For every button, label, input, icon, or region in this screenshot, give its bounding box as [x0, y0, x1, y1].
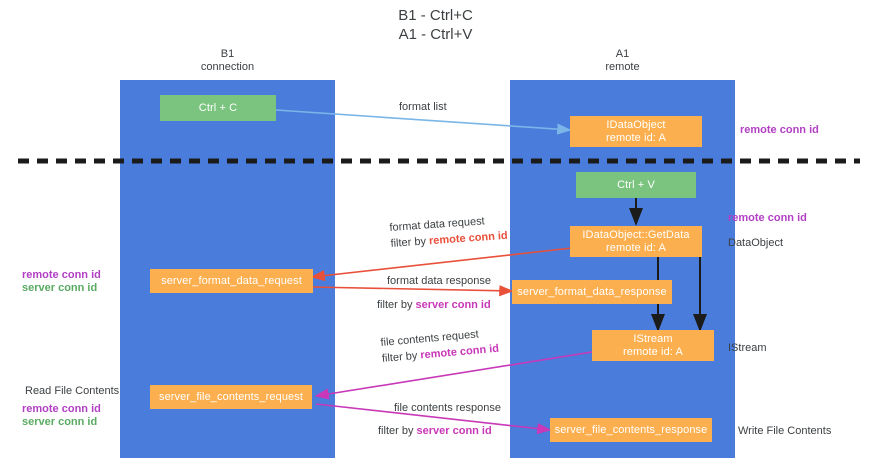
- edge-label-format-list: format list: [399, 101, 447, 113]
- node-server-format-data-response[interactable]: server_format_data_response: [512, 280, 672, 304]
- edge-label-file-contents-response: file contents response: [394, 402, 502, 414]
- page-title: B1 - Ctrl+C A1 - Ctrl+V: [398, 7, 473, 43]
- annotation-dataobject: DataObject: [728, 237, 784, 249]
- node-server-file-contents-request[interactable]: server_file_contents_request: [150, 385, 312, 409]
- annotation-remote-conn-id-mid: remote conn id: [728, 212, 807, 224]
- column-header-a1: A1 remote: [605, 48, 640, 73]
- node-idataobject[interactable]: IDataObject remote id: A: [570, 116, 702, 147]
- server-conn-id-text: server conn id: [415, 299, 491, 311]
- filter-by-text: filter by: [381, 349, 421, 365]
- remote-conn-id-text: remote conn id: [428, 229, 509, 248]
- annotation-istream: IStream: [728, 342, 767, 354]
- edge-label-file-contents-request-group: file contents request filter by remote c…: [380, 326, 500, 366]
- edge-filter-format-data-response: filter by server conn id: [377, 298, 491, 312]
- annotation-left-server-conn-id-2: server conn id: [22, 416, 98, 428]
- filter-by-text: filter by: [378, 425, 417, 437]
- annotation-left-server-conn-id: server conn id: [22, 282, 98, 294]
- node-ctrl-v[interactable]: Ctrl + V: [576, 172, 696, 198]
- edge-filter-file-contents-response: filter by server conn id: [378, 424, 492, 438]
- annotation-left-remote-conn-id-2: remote conn id: [22, 403, 101, 415]
- filter-by-text: filter by: [377, 299, 416, 311]
- node-idataobject-getdata[interactable]: IDataObject::GetData remote id: A: [570, 226, 702, 257]
- edge-label-format-data-response: format data response: [387, 275, 491, 287]
- annotation-write-file-contents: Write File Contents: [738, 425, 832, 437]
- annotation-remote-conn-id-top: remote conn id: [740, 124, 819, 136]
- filter-by-text: filter by: [390, 235, 430, 250]
- column-header-b1: B1 connection: [200, 48, 255, 73]
- annotation-read-file-contents: Read File Contents: [25, 385, 120, 397]
- node-server-file-contents-response[interactable]: server_file_contents_response: [550, 418, 712, 442]
- annotation-left-remote-conn-id: remote conn id: [22, 269, 101, 281]
- server-conn-id-text: server conn id: [416, 425, 492, 437]
- node-server-format-data-request[interactable]: server_format_data_request: [150, 269, 313, 293]
- edge-label-format-data-request-group: format data request filter by remote con…: [389, 213, 508, 251]
- node-istream[interactable]: IStream remote id: A: [592, 330, 714, 361]
- node-ctrl-c[interactable]: Ctrl + C: [160, 95, 276, 121]
